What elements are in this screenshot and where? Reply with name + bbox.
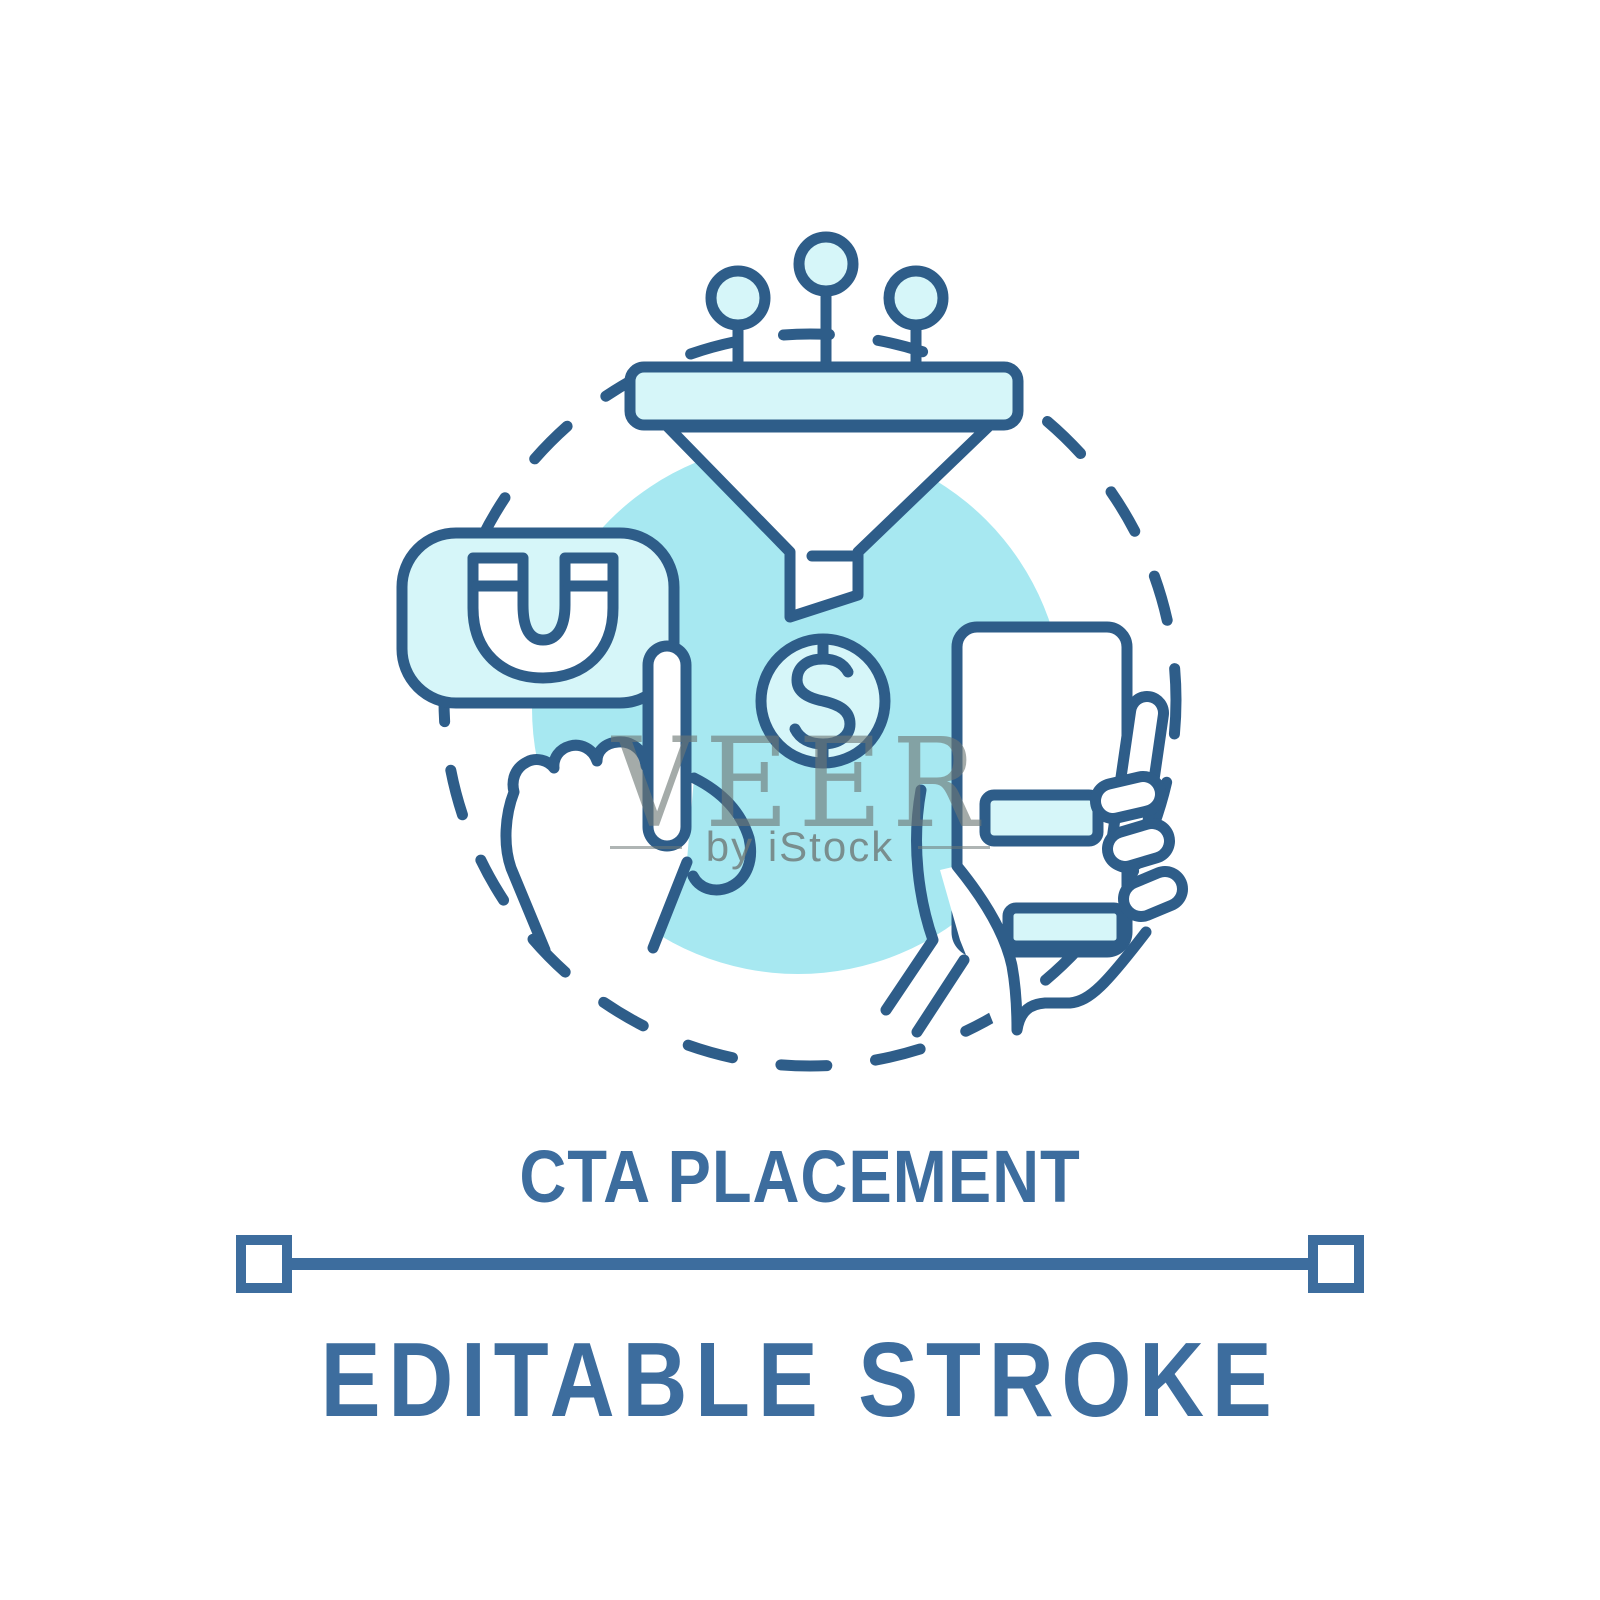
hand-holding-smartphone-icon bbox=[880, 621, 1188, 1040]
phone-cta-button bbox=[979, 789, 1104, 847]
magnet-speech-bubble-icon bbox=[396, 527, 680, 709]
editable-stroke-line bbox=[236, 1235, 1364, 1293]
editable-stroke-label: EDITABLE STROKE bbox=[320, 1321, 1280, 1439]
dollar-coin-icon bbox=[755, 633, 891, 769]
wrist-line-right bbox=[911, 954, 970, 1038]
wrist-line-left bbox=[880, 784, 939, 1016]
palm-outline bbox=[951, 860, 1152, 1036]
thumb-outline bbox=[687, 772, 757, 896]
funnel-top-bar bbox=[624, 361, 1024, 431]
page-title: CTA PLACEMENT bbox=[519, 1135, 1081, 1218]
funnel-pin-middle bbox=[793, 231, 859, 297]
funnel-pin-right bbox=[883, 265, 949, 331]
phone-bottom-bar bbox=[1002, 902, 1128, 952]
funnel-icon bbox=[624, 231, 1024, 623]
funnel-pin-left bbox=[705, 265, 771, 331]
fist-outline bbox=[500, 736, 652, 956]
stroke-endpoint-left bbox=[236, 1235, 292, 1293]
pointing-hand-icon bbox=[500, 640, 757, 956]
stroke-endpoint-right bbox=[1308, 1235, 1364, 1293]
